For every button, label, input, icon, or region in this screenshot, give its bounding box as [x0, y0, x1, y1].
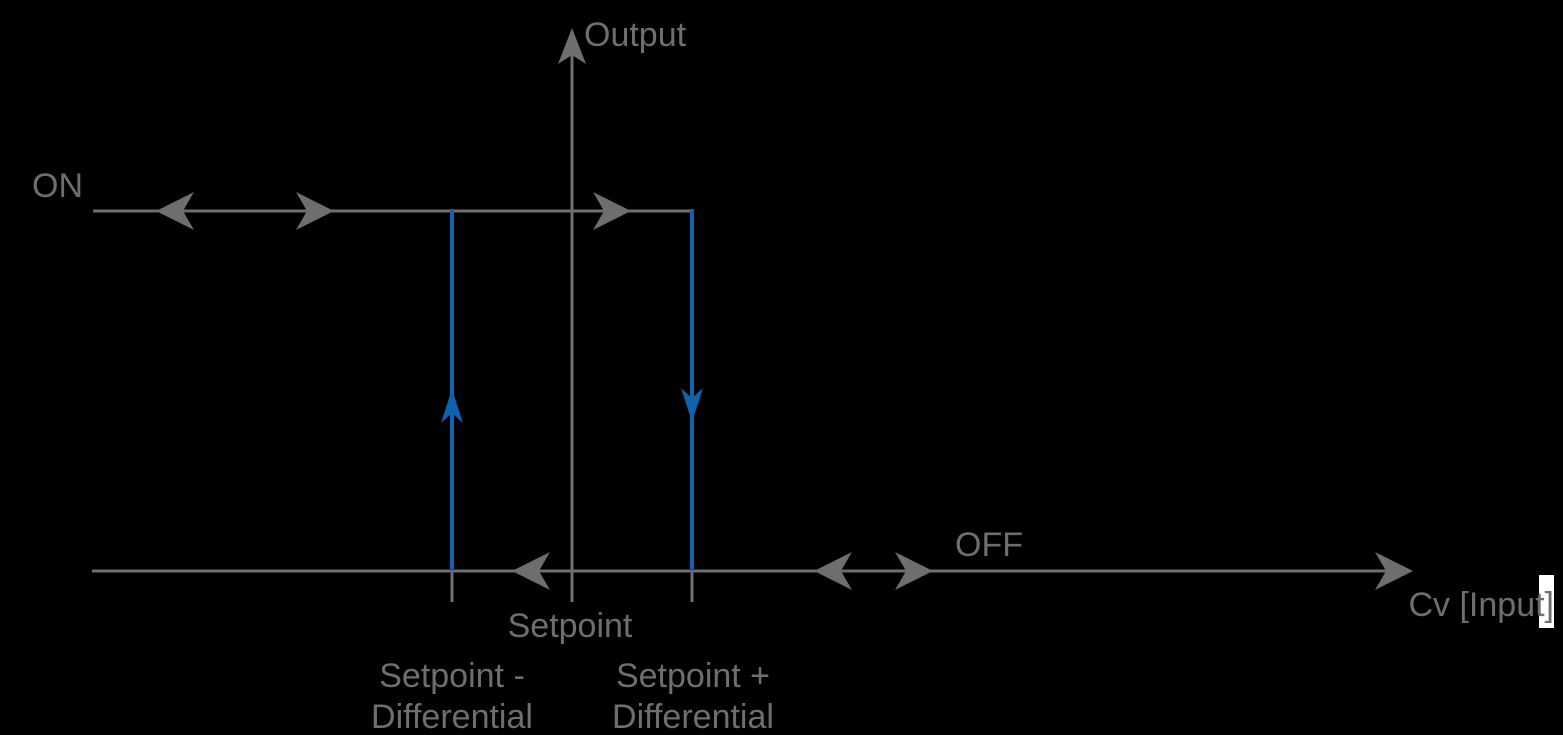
y-axis-label: Output — [584, 16, 687, 54]
upper-threshold-label-line2: Differential — [612, 698, 774, 735]
rising-arrowhead-up — [441, 389, 463, 423]
on-line-left-arrowhead — [156, 192, 194, 230]
diagram-labels: Output ON OFF Cv [Input] Setpoint Setpoi… — [32, 16, 1554, 735]
off-line-left-arrowhead — [814, 552, 852, 590]
x-axis-label: Cv [Input] — [1408, 586, 1554, 624]
x-axis-arrowhead — [1375, 552, 1413, 590]
y-axis-arrowhead — [558, 28, 586, 64]
cursor-highlight — [1539, 575, 1554, 628]
gray-lines — [92, 48, 1388, 602]
off-label: OFF — [955, 526, 1023, 564]
on-line-toward-upper-arrowhead — [593, 192, 631, 230]
on-line-right-arrowhead — [296, 192, 334, 230]
falling-arrowhead-down — [681, 388, 703, 422]
on-label: ON — [32, 167, 83, 205]
lower-threshold-label-line2: Differential — [371, 698, 533, 735]
setpoint-label: Setpoint — [508, 607, 633, 645]
lower-threshold-label-line1: Setpoint - — [379, 657, 525, 695]
off-line-right-arrowhead — [895, 552, 933, 590]
upper-threshold-label-line1: Setpoint + — [616, 657, 770, 695]
off-line-toward-lower-arrowhead — [512, 552, 550, 590]
gray-arrowheads — [156, 28, 1413, 590]
transition-arrowheads — [441, 388, 703, 423]
